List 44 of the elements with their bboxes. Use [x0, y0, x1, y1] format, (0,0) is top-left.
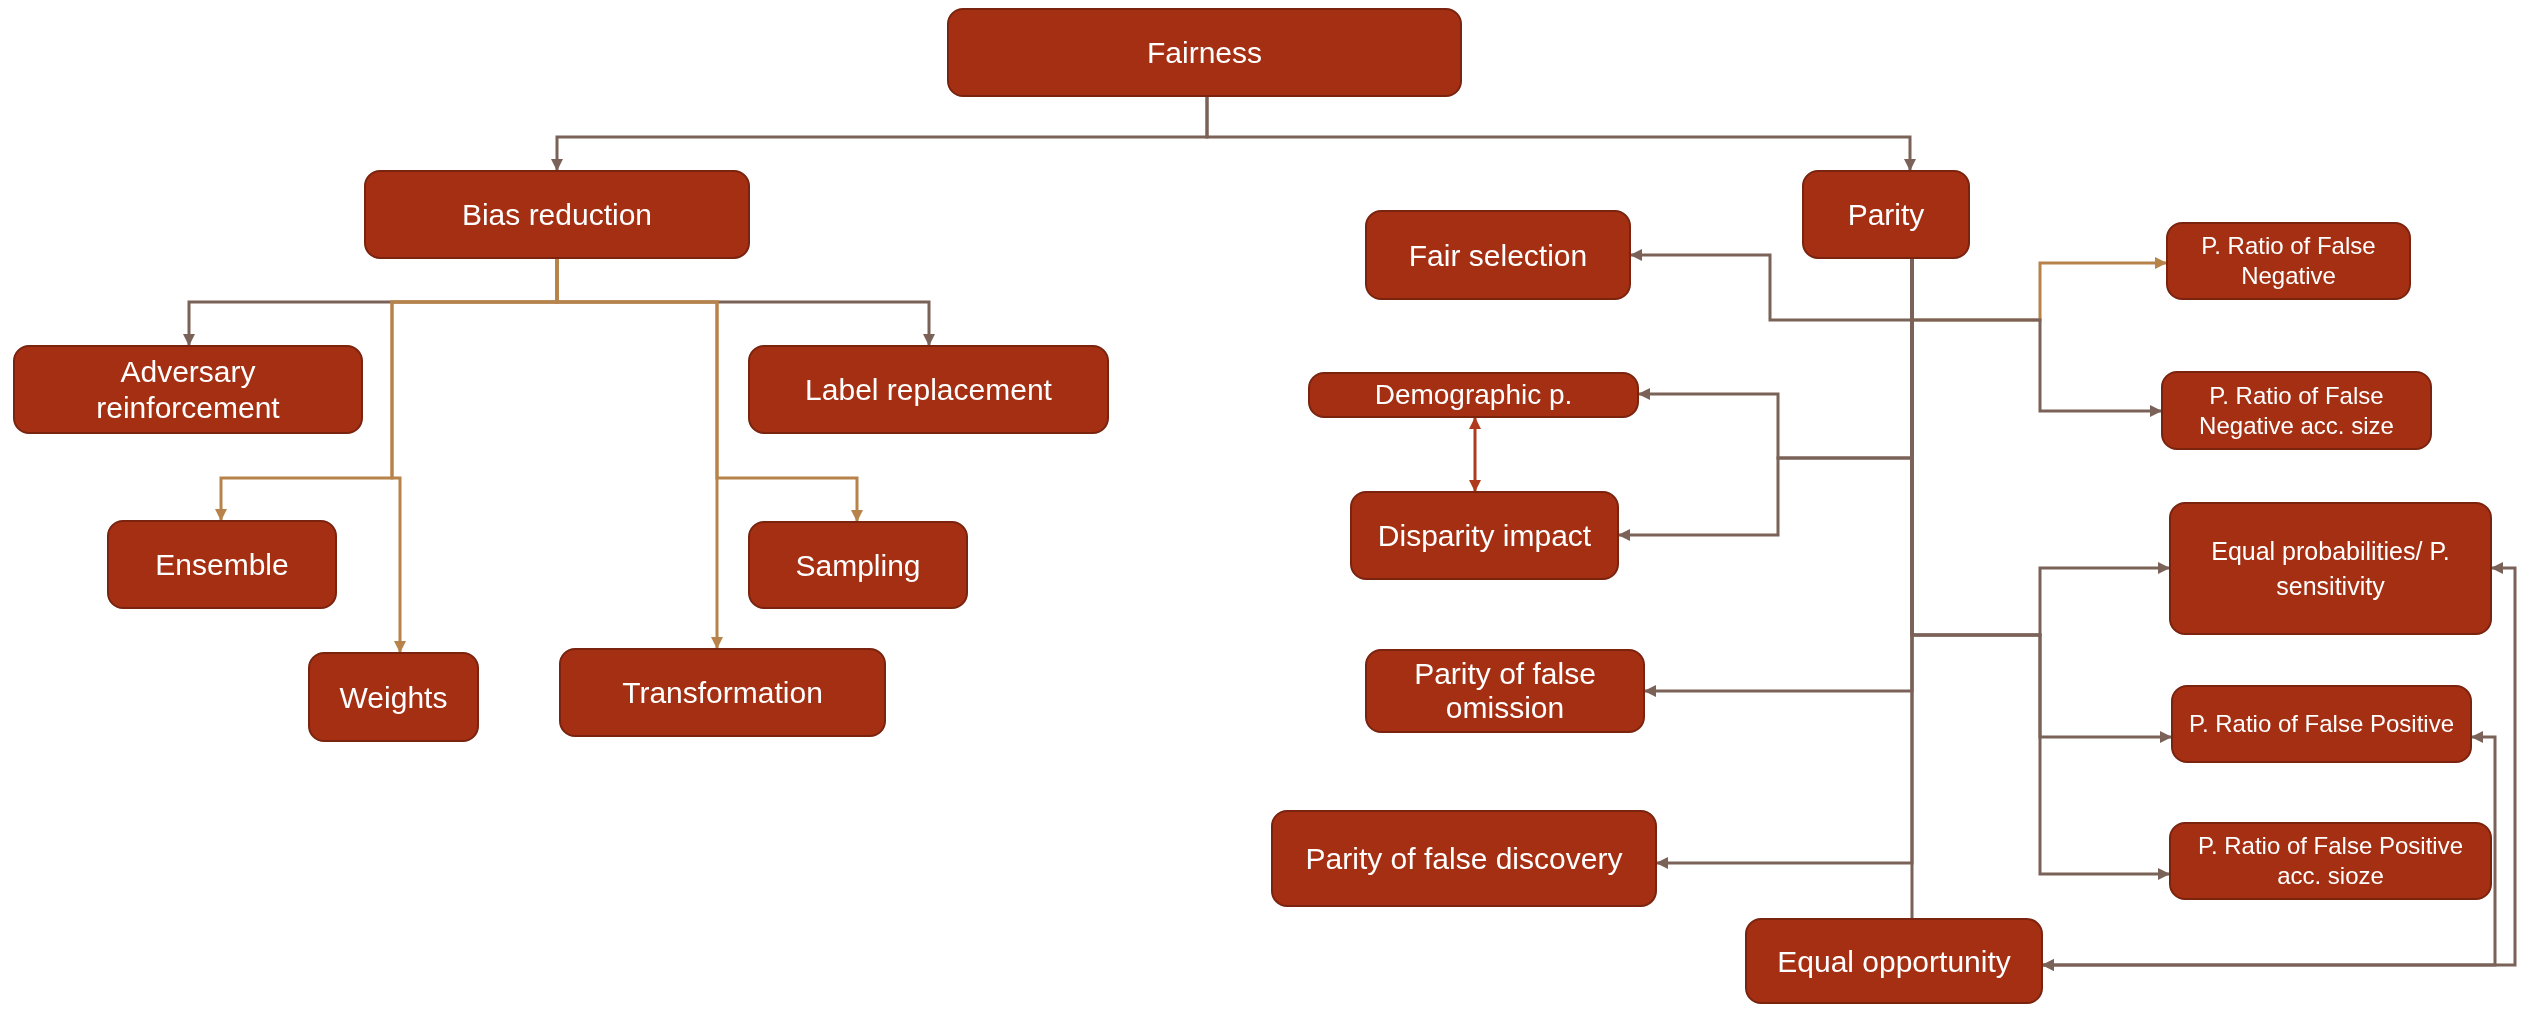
process-box — [1365, 210, 1631, 300]
box-label: P. Ratio of False Negative acc. size — [2198, 380, 2395, 441]
box-label: Ensemble — [155, 547, 289, 583]
process-box — [107, 520, 337, 609]
arrow — [1469, 417, 1481, 492]
box-label: Fairness — [1146, 35, 1262, 71]
process-box — [1745, 918, 2043, 1004]
process-box — [1271, 810, 1657, 907]
process-box — [2169, 502, 2492, 635]
process-box — [1365, 649, 1645, 733]
process-box — [1802, 170, 1970, 259]
process-box — [364, 170, 750, 259]
box-label: Disparity impact — [1377, 517, 1592, 554]
box-label: P. Ratio of False Negative — [2200, 231, 2377, 291]
box-label: P. Ratio of False Positive — [2189, 709, 2454, 739]
process-box — [308, 652, 479, 742]
arrow — [1205, 97, 1916, 171]
process-box — [2171, 685, 2472, 763]
process-box — [1308, 372, 1639, 418]
arrow — [2042, 731, 2497, 971]
box-label: Weights — [339, 679, 448, 716]
box-label: Equal opportunity — [1777, 943, 2011, 980]
arrow — [1630, 249, 1914, 322]
process-box — [559, 648, 886, 737]
box-label: Parity of false discovery — [1305, 840, 1623, 877]
process-box — [748, 345, 1109, 434]
box-label: Label replacement — [805, 372, 1052, 408]
process-box — [2169, 822, 2492, 900]
box-label: Equal probabilities/ P. sensitivity — [2210, 535, 2451, 602]
box-label: Parity — [1847, 197, 1925, 233]
box-label: Demographic p. — [1374, 378, 1573, 412]
process-box — [947, 8, 1462, 97]
box-label: Parity of false omission — [1413, 656, 1597, 726]
box-label: Bias reduction — [461, 197, 653, 233]
process-box — [13, 345, 363, 434]
box-label: Transformation — [622, 675, 823, 711]
process-box — [2161, 371, 2432, 450]
process-box — [748, 521, 968, 609]
process-box — [2166, 222, 2411, 300]
box-label: Sampling — [795, 547, 921, 584]
box-label: P. Ratio of False Positive acc. sioze — [2197, 831, 2464, 891]
box-label: Fair selection — [1408, 237, 1588, 274]
box-label: Adversary reinforcement — [95, 353, 281, 426]
process-box — [1350, 491, 1619, 580]
